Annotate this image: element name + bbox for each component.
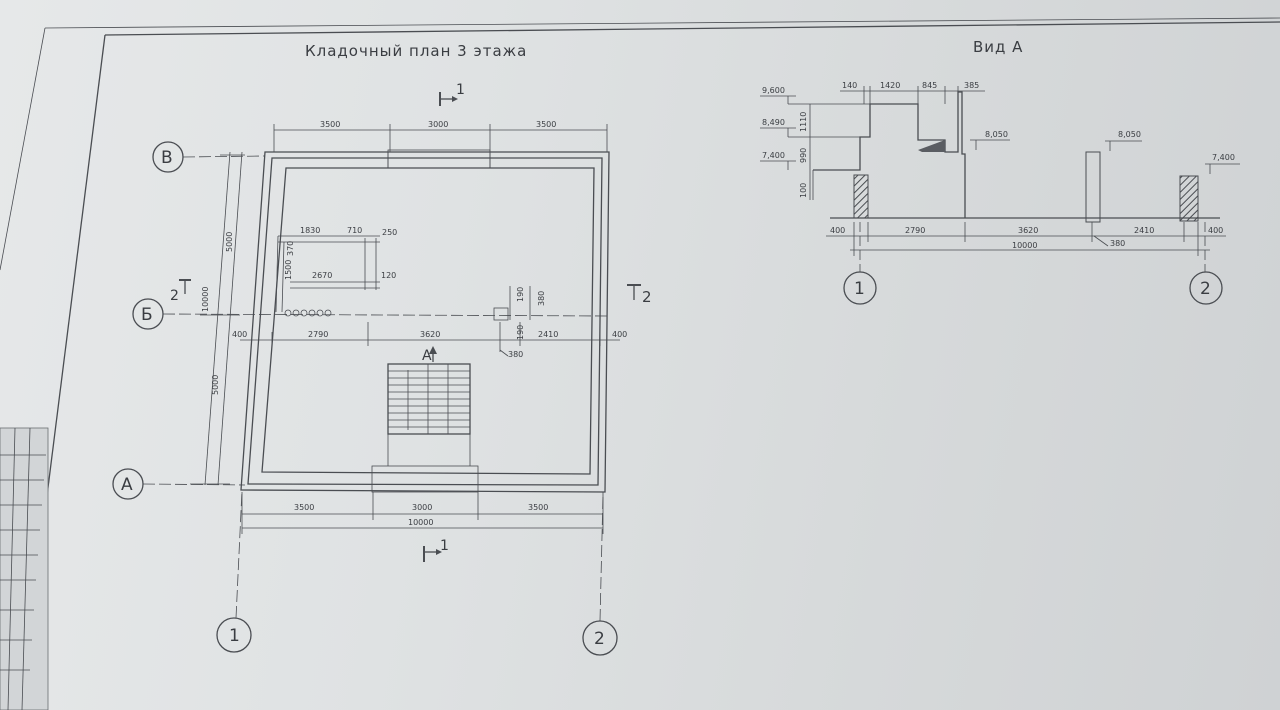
mid-dim-1: 400 bbox=[232, 330, 247, 339]
view-axis-1: 1 bbox=[843, 222, 877, 305]
plan-mid-dimensions: 400 2790 3620 2410 400 380 bbox=[232, 322, 627, 359]
dim-1500: 1500 bbox=[284, 260, 293, 280]
view-top-dim-4: 385 bbox=[964, 81, 979, 90]
plan-left-dimensions: 5000 10000 5000 bbox=[190, 151, 245, 486]
level-8050-mid: 8,050 bbox=[985, 130, 1008, 139]
axis-b: Б bbox=[132, 298, 611, 330]
view-mark: А bbox=[422, 346, 437, 364]
view-bot-dim-1: 400 bbox=[830, 226, 845, 235]
view-axis-2: 2 bbox=[1189, 222, 1223, 305]
vert-dim-1110: 1110 bbox=[799, 112, 808, 132]
vert-dim-990: 990 bbox=[799, 148, 808, 163]
svg-text:1: 1 bbox=[440, 538, 449, 554]
level-8490: 8,490 bbox=[762, 118, 785, 127]
mid-dim-2: 2790 bbox=[308, 330, 328, 339]
level-8050-right: 8,050 bbox=[1118, 130, 1141, 139]
edge-line bbox=[0, 27, 46, 271]
dim-190a: 190 bbox=[516, 287, 525, 302]
mid-dim-3: 3620 bbox=[420, 330, 440, 339]
view-bot-dim-380: 380 bbox=[1110, 239, 1125, 248]
svg-text:1: 1 bbox=[854, 279, 865, 299]
left-dim-overall: 10000 bbox=[201, 287, 210, 312]
wall-hatch-left bbox=[853, 174, 869, 219]
plan-bottom-dimensions: 3500 3000 3500 10000 bbox=[241, 492, 604, 534]
dim-370: 370 bbox=[286, 241, 295, 256]
axis-2: 2 bbox=[582, 493, 618, 656]
plan-walls bbox=[240, 149, 610, 493]
view-bot-dim-2: 2790 bbox=[905, 226, 925, 235]
svg-text:Б: Б bbox=[141, 305, 153, 325]
mid-dim-4: 2410 bbox=[538, 330, 558, 339]
section-mark-top: 1 bbox=[439, 82, 465, 106]
bottom-dim-3: 3500 bbox=[528, 503, 548, 512]
view-top-dim-2: 1420 bbox=[880, 81, 900, 90]
left-dim-lower: 5000 bbox=[211, 375, 220, 395]
dim-1830: 1830 bbox=[300, 226, 320, 235]
svg-text:2: 2 bbox=[642, 288, 652, 306]
outer-border bbox=[44, 17, 1280, 29]
dim-250: 250 bbox=[382, 228, 397, 237]
view-bot-dim-4: 2410 bbox=[1134, 226, 1154, 235]
dim-380: 380 bbox=[537, 291, 546, 306]
view-top-dimensions: 140 1420 845 385 bbox=[840, 81, 985, 104]
title-block-fragment bbox=[0, 427, 49, 710]
svg-text:2: 2 bbox=[170, 288, 179, 304]
section-mark-bottom: 1 bbox=[423, 538, 449, 562]
elevation-outline bbox=[812, 91, 1220, 223]
plan-top-dimensions: 3500 3000 3500 bbox=[273, 120, 608, 152]
view-title: Вид А bbox=[973, 38, 1023, 56]
dim-2670: 2670 bbox=[312, 271, 332, 280]
view-top-dim-1: 140 bbox=[842, 81, 857, 90]
wall-hatch-right bbox=[1179, 175, 1199, 222]
staircase bbox=[387, 363, 471, 466]
view-bot-dim-5: 400 bbox=[1208, 226, 1223, 235]
vert-dim-100: 100 bbox=[799, 183, 808, 198]
view-top-dim-3: 845 bbox=[922, 81, 937, 90]
view-overall-dim: 10000 bbox=[1012, 241, 1037, 250]
frame-top bbox=[104, 21, 1280, 36]
axis-v: В bbox=[152, 141, 266, 173]
dim-710: 710 bbox=[347, 226, 362, 235]
level-9600: 9,600 bbox=[762, 86, 785, 95]
svg-text:А: А bbox=[422, 348, 432, 364]
view-levels: 9,600 8,490 7,400 8,050 8,050 7,400 bbox=[760, 86, 1240, 174]
top-dim-2: 3000 bbox=[428, 120, 448, 129]
section-mark-right: 2 bbox=[627, 284, 652, 306]
bottom-dim-2: 3000 bbox=[412, 503, 432, 512]
wall-column-mid bbox=[1085, 151, 1101, 223]
dim-190b: 190 bbox=[516, 325, 525, 340]
section-mark-left: 2 bbox=[170, 279, 191, 304]
plan-title: Кладочный план 3 этажа bbox=[305, 42, 527, 60]
mid-dim-5: 400 bbox=[612, 330, 627, 339]
axis-a: А bbox=[112, 468, 246, 500]
top-dim-1: 3500 bbox=[320, 120, 340, 129]
bottom-dim-1: 3500 bbox=[294, 503, 314, 512]
svg-text:В: В bbox=[161, 148, 173, 168]
svg-text:1: 1 bbox=[229, 626, 240, 646]
view-vertical-dimensions: 1110 990 100 bbox=[799, 104, 811, 200]
mid-dim-380: 380 bbox=[508, 350, 523, 359]
level-7400-left: 7,400 bbox=[762, 151, 785, 160]
svg-text:2: 2 bbox=[594, 629, 605, 649]
svg-text:А: А bbox=[121, 475, 133, 495]
opening-circles bbox=[284, 309, 332, 317]
top-dim-3: 3500 bbox=[536, 120, 556, 129]
svg-text:2: 2 bbox=[1200, 279, 1211, 299]
plan-overall-dim: 10000 bbox=[408, 518, 433, 527]
view-bot-dim-3: 3620 bbox=[1018, 226, 1038, 235]
interior-partition: 1830 710 250 2670 120 370 1500 bbox=[275, 226, 397, 317]
dim-120: 120 bbox=[381, 271, 396, 280]
axis-1: 1 bbox=[216, 489, 252, 653]
view-bottom-dimensions: 400 2790 3620 2410 400 380 10000 bbox=[826, 222, 1226, 256]
left-dim-upper: 5000 bbox=[225, 232, 234, 252]
column-detail: 190 380 190 bbox=[493, 286, 546, 340]
svg-text:1: 1 bbox=[456, 82, 465, 98]
level-7400-right: 7,400 bbox=[1212, 153, 1235, 162]
